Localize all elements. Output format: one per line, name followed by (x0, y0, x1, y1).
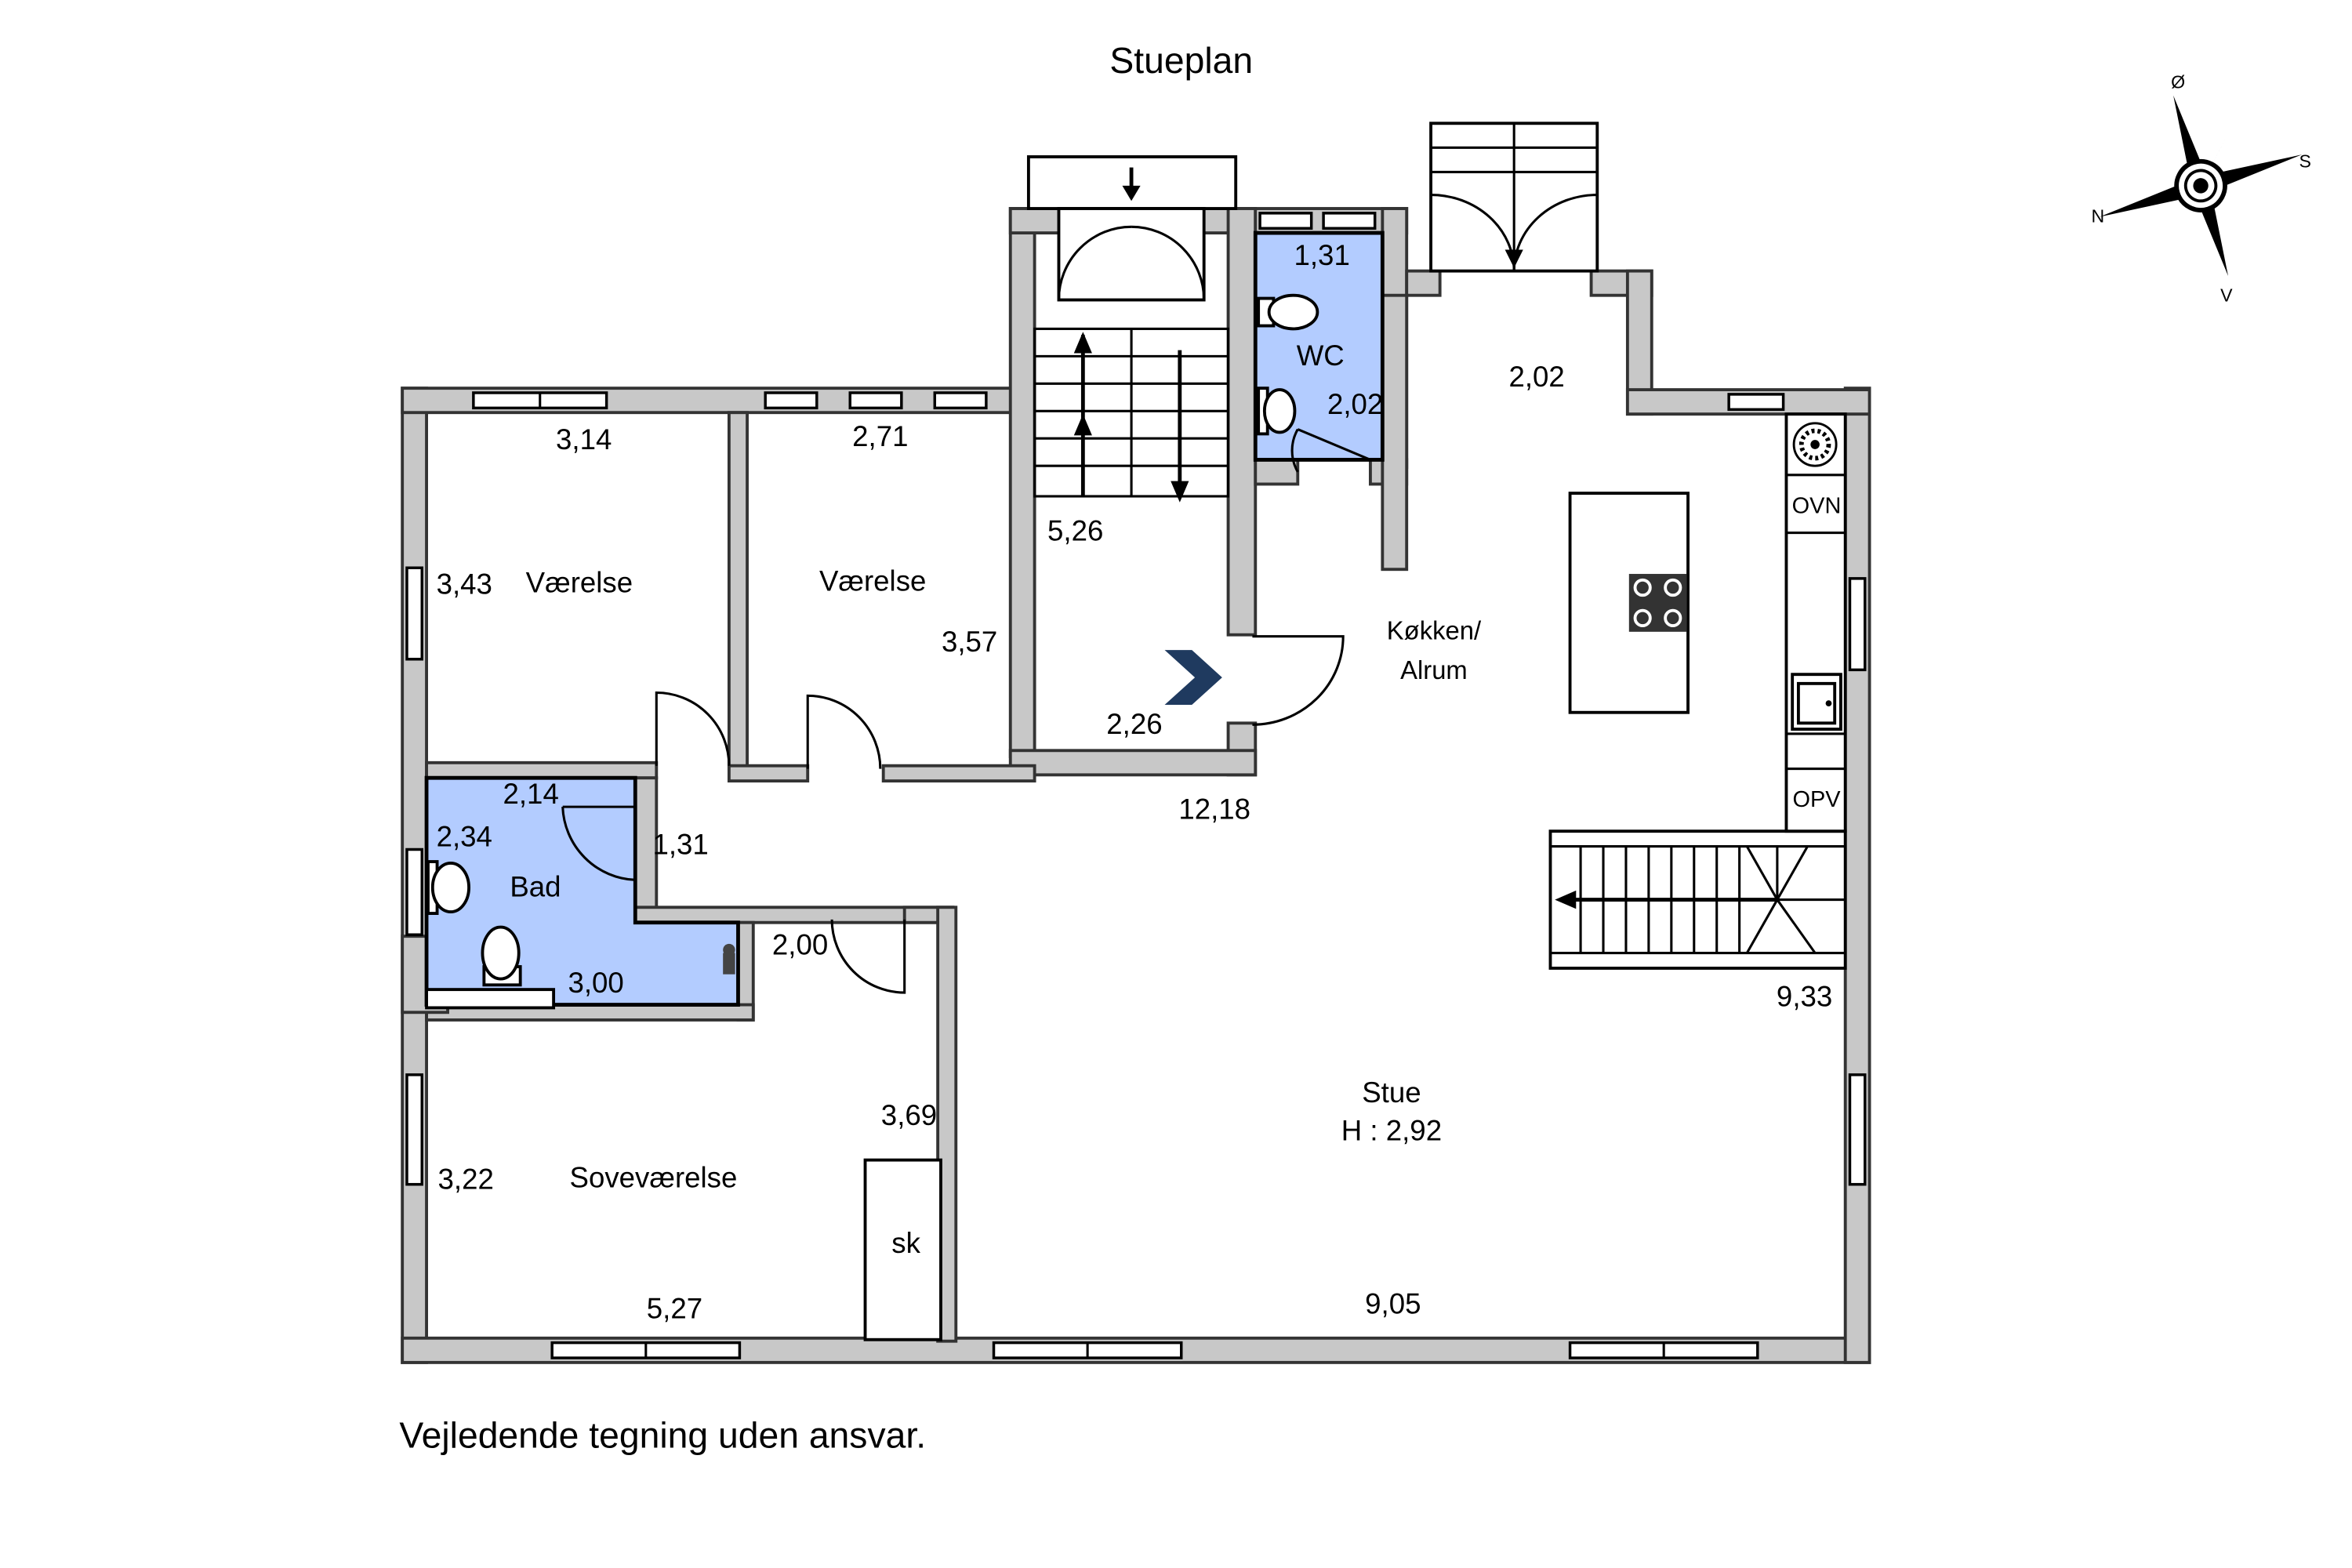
compass-west: V (2220, 285, 2233, 305)
bad-dim-bottom: 3,00 (568, 967, 623, 999)
doors (561, 428, 1371, 994)
vaerelse2-dim-side: 3,57 (942, 626, 997, 658)
corridor-dim-c: 12,18 (1178, 793, 1250, 826)
shower-icon (723, 943, 735, 975)
fan-icon (1792, 422, 1838, 467)
plan-title: Stueplan (1109, 40, 1253, 81)
vaerelse2-dim-top: 2,71 (852, 420, 908, 452)
sove-dim-bottom: 5,27 (647, 1292, 702, 1324)
vaerelse1-dim-top: 3,14 (556, 423, 612, 456)
kitchen-counter (1784, 412, 1847, 833)
compass-north: N (2092, 205, 2105, 226)
sove-dim-side: 3,22 (438, 1163, 494, 1195)
cooktop-icon (1628, 574, 1687, 632)
entry-arrow-icon (1164, 650, 1222, 706)
closet-label: sk (891, 1227, 920, 1259)
bad-dim-top: 2,14 (503, 778, 559, 810)
wc-sink-icon (1257, 387, 1297, 436)
kitchen-sink-icon (1791, 673, 1842, 731)
windows (405, 212, 1867, 1359)
kitchen-dim-top: 2,02 (1508, 361, 1564, 393)
vaerelse1-name: Værelse (526, 566, 633, 598)
compass-east: Ø (2171, 72, 2185, 93)
corridor-dim-a: 1,31 (653, 828, 709, 860)
hall-dim-bottom: 2,26 (1106, 708, 1162, 740)
sove-dim-right: 3,69 (881, 1099, 937, 1131)
stue-dim-side: 9,33 (1777, 980, 1832, 1012)
hall-dim-stair: 5,26 (1047, 514, 1103, 546)
wc-toilet-icon (1257, 293, 1319, 331)
bath-counter (425, 988, 556, 1010)
bad-dim-side: 2,34 (437, 821, 492, 853)
sove-name: Soveværelse (570, 1161, 738, 1193)
terrace-steps (1429, 122, 1599, 273)
entrance-steps (1026, 155, 1238, 302)
wc-dim-top: 1,31 (1294, 239, 1350, 271)
wc-dim-side: 2,02 (1327, 388, 1383, 420)
bath-toilet-icon (481, 925, 522, 987)
stue-dim-bottom: 9,05 (1365, 1288, 1421, 1320)
bad-name: Bad (510, 871, 561, 903)
bath-sink-icon (426, 860, 470, 915)
oven-label: OVN (1792, 493, 1842, 518)
stue-name: Stue (1362, 1076, 1421, 1109)
kitchen-name-line2: Alrum (1400, 655, 1468, 684)
kitchen-name-line1: Køkken/ (1387, 615, 1482, 644)
compass-south: S (2299, 151, 2310, 172)
compass-rose-icon (2099, 95, 2303, 277)
dishwasher-label: OPV (1793, 787, 1842, 812)
stue-height: H : 2,92 (1341, 1114, 1442, 1146)
vaerelse1-dim-side: 3,43 (437, 568, 492, 600)
living-staircase (1548, 829, 1847, 970)
vaerelse2-name: Værelse (819, 564, 926, 597)
disclaimer: Vejledende tegning uden ansvar. (399, 1414, 926, 1455)
closet (863, 1158, 942, 1341)
corridor-dim-b: 2,00 (772, 928, 828, 960)
wc-name: WC (1297, 339, 1345, 372)
hall-staircase (1033, 327, 1230, 503)
